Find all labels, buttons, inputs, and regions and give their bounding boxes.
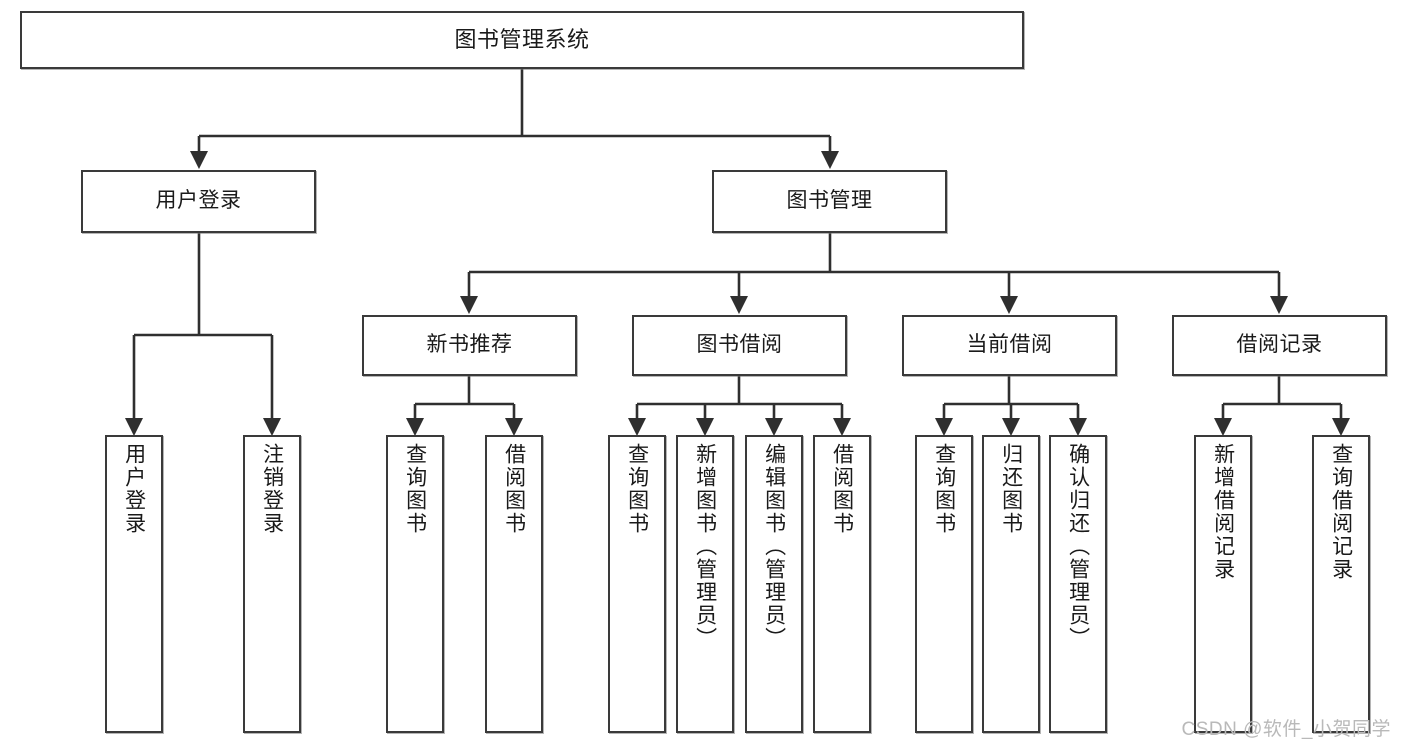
leaf-new-book-borrow[interactable]: 借阅图书 — [485, 435, 543, 733]
node-label: 查询图书 — [403, 443, 427, 535]
node-label: 新增图书（管理员） — [693, 443, 717, 650]
node-label: 新书推荐 — [426, 333, 513, 357]
leaf-borrow-record-query[interactable]: 查询借阅记录 — [1312, 435, 1370, 733]
node-label: 查询借阅记录 — [1329, 443, 1353, 581]
node-label: 当前借阅 — [966, 333, 1053, 357]
node-label: 借阅图书 — [830, 443, 854, 535]
node-label: 借阅记录 — [1236, 333, 1323, 357]
leaf-borrow-record-add[interactable]: 新增借阅记录 — [1194, 435, 1252, 733]
node-label: 图书借阅 — [696, 333, 783, 357]
node-label: 用户登录 — [155, 189, 242, 213]
leaf-book-borrow-lend[interactable]: 借阅图书 — [813, 435, 871, 733]
node-label: 用户登录 — [122, 443, 146, 535]
leaf-current-borrow-confirm-return[interactable]: 确认归还（管理员） — [1049, 435, 1107, 733]
leaf-book-borrow-add[interactable]: 新增图书（管理员） — [676, 435, 734, 733]
leaf-user-login-signout[interactable]: 注销登录 — [243, 435, 301, 733]
node-book-borrow[interactable]: 图书借阅 — [632, 315, 847, 376]
node-borrow-record[interactable]: 借阅记录 — [1172, 315, 1387, 376]
node-label: 图书管理系统 — [454, 27, 590, 53]
node-label: 归还图书 — [999, 443, 1023, 535]
node-label: 确认归还（管理员） — [1066, 443, 1090, 650]
node-label: 查询图书 — [932, 443, 956, 535]
node-label: 注销登录 — [260, 443, 284, 535]
node-root-system[interactable]: 图书管理系统 — [20, 11, 1024, 69]
node-label: 查询图书 — [625, 443, 649, 535]
node-label: 图书管理 — [786, 189, 873, 213]
leaf-book-borrow-edit[interactable]: 编辑图书（管理员） — [745, 435, 803, 733]
node-new-book-recommend[interactable]: 新书推荐 — [362, 315, 577, 376]
node-label: 新增借阅记录 — [1211, 443, 1235, 581]
node-label: 借阅图书 — [502, 443, 526, 535]
node-book-management[interactable]: 图书管理 — [712, 170, 947, 233]
leaf-book-borrow-query[interactable]: 查询图书 — [608, 435, 666, 733]
leaf-current-borrow-query[interactable]: 查询图书 — [915, 435, 973, 733]
leaf-new-book-query[interactable]: 查询图书 — [386, 435, 444, 733]
node-label: 编辑图书（管理员） — [762, 443, 786, 650]
leaf-user-login-signin[interactable]: 用户登录 — [105, 435, 163, 733]
leaf-current-borrow-return[interactable]: 归还图书 — [982, 435, 1040, 733]
csdn-watermark: CSDN @软件_小贺同学 — [1181, 719, 1391, 740]
node-current-borrow[interactable]: 当前借阅 — [902, 315, 1117, 376]
node-user-login[interactable]: 用户登录 — [81, 170, 316, 233]
